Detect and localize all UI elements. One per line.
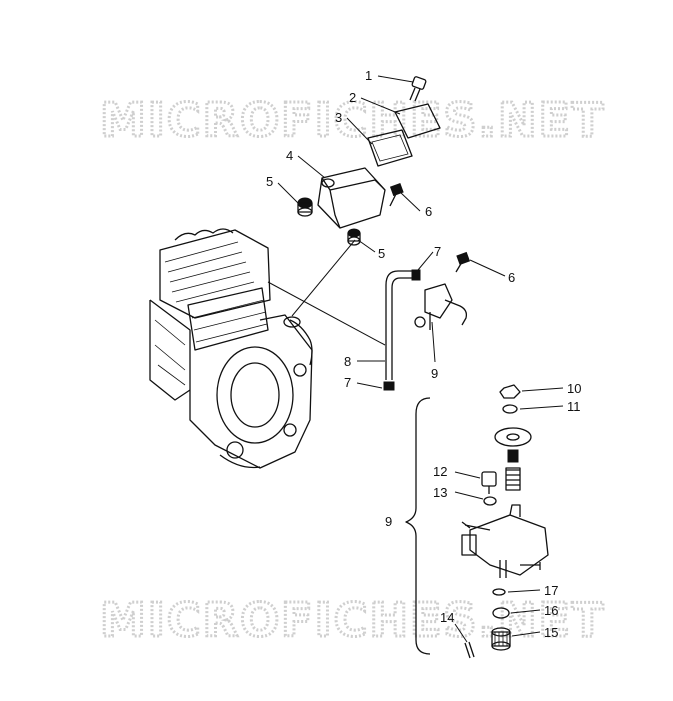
cover-gasket	[367, 129, 413, 167]
pump-washer-bottom	[492, 607, 510, 619]
hose-clamp-upper	[411, 269, 421, 281]
banjo-washer	[483, 496, 497, 506]
callout-5a: 5	[266, 174, 273, 189]
bushing-upper	[297, 197, 313, 217]
oil-pump-cover	[317, 167, 386, 229]
callout-3: 3	[335, 110, 342, 125]
guide-line-engine-to-cover	[291, 239, 356, 317]
banjo-bolt	[481, 471, 497, 494]
guide-line-engine-to-tube	[267, 281, 386, 346]
pump-spring	[505, 467, 521, 491]
pump-bolt	[455, 251, 471, 273]
hose-clamp-lower	[383, 381, 395, 391]
pump-drive-gear	[491, 627, 511, 651]
oil-tube	[385, 270, 412, 380]
callout-11: 11	[567, 399, 581, 414]
callout-15: 15	[544, 625, 558, 640]
assembly-bracket	[405, 397, 431, 655]
callout-17: 17	[544, 583, 558, 598]
callout-16: 16	[544, 603, 558, 618]
callout-7b: 7	[344, 375, 351, 390]
callout-14: 14	[440, 610, 454, 625]
gear-pin	[464, 641, 475, 659]
callout-numbers: 1 2 3 4 5 6 5 7 6 8 7 9 10 11 12 13 9 17…	[266, 68, 581, 640]
pump-o-ring	[492, 588, 506, 596]
leader-lines	[277, 75, 564, 643]
callout-9a: 9	[431, 366, 438, 381]
callout-8: 8	[344, 354, 351, 369]
pump-nut	[499, 384, 521, 399]
pump-washer-top	[502, 404, 518, 414]
callout-5b: 5	[378, 246, 385, 261]
callout-10: 10	[567, 381, 581, 396]
oil-pump-small	[414, 283, 468, 330]
pump-drive-plate	[494, 427, 532, 463]
watermark-top: MICROFICHES.NET	[100, 93, 605, 147]
callout-9b: 9	[385, 514, 392, 529]
callout-6b: 6	[508, 270, 515, 285]
callout-12: 12	[433, 464, 447, 479]
callout-4: 4	[286, 148, 293, 163]
callout-13: 13	[433, 485, 447, 500]
callout-7a: 7	[434, 244, 441, 259]
bushing-lower	[347, 228, 361, 246]
watermark-bottom: MICROFICHES.NET	[100, 593, 605, 647]
engine-block	[149, 228, 313, 469]
cover-bolt	[389, 182, 404, 207]
cover-plate	[394, 103, 441, 139]
callout-6a: 6	[425, 204, 432, 219]
callout-2: 2	[349, 90, 356, 105]
oil-pump-body	[461, 504, 549, 578]
cover-screw	[409, 76, 427, 102]
callout-1: 1	[365, 68, 372, 83]
